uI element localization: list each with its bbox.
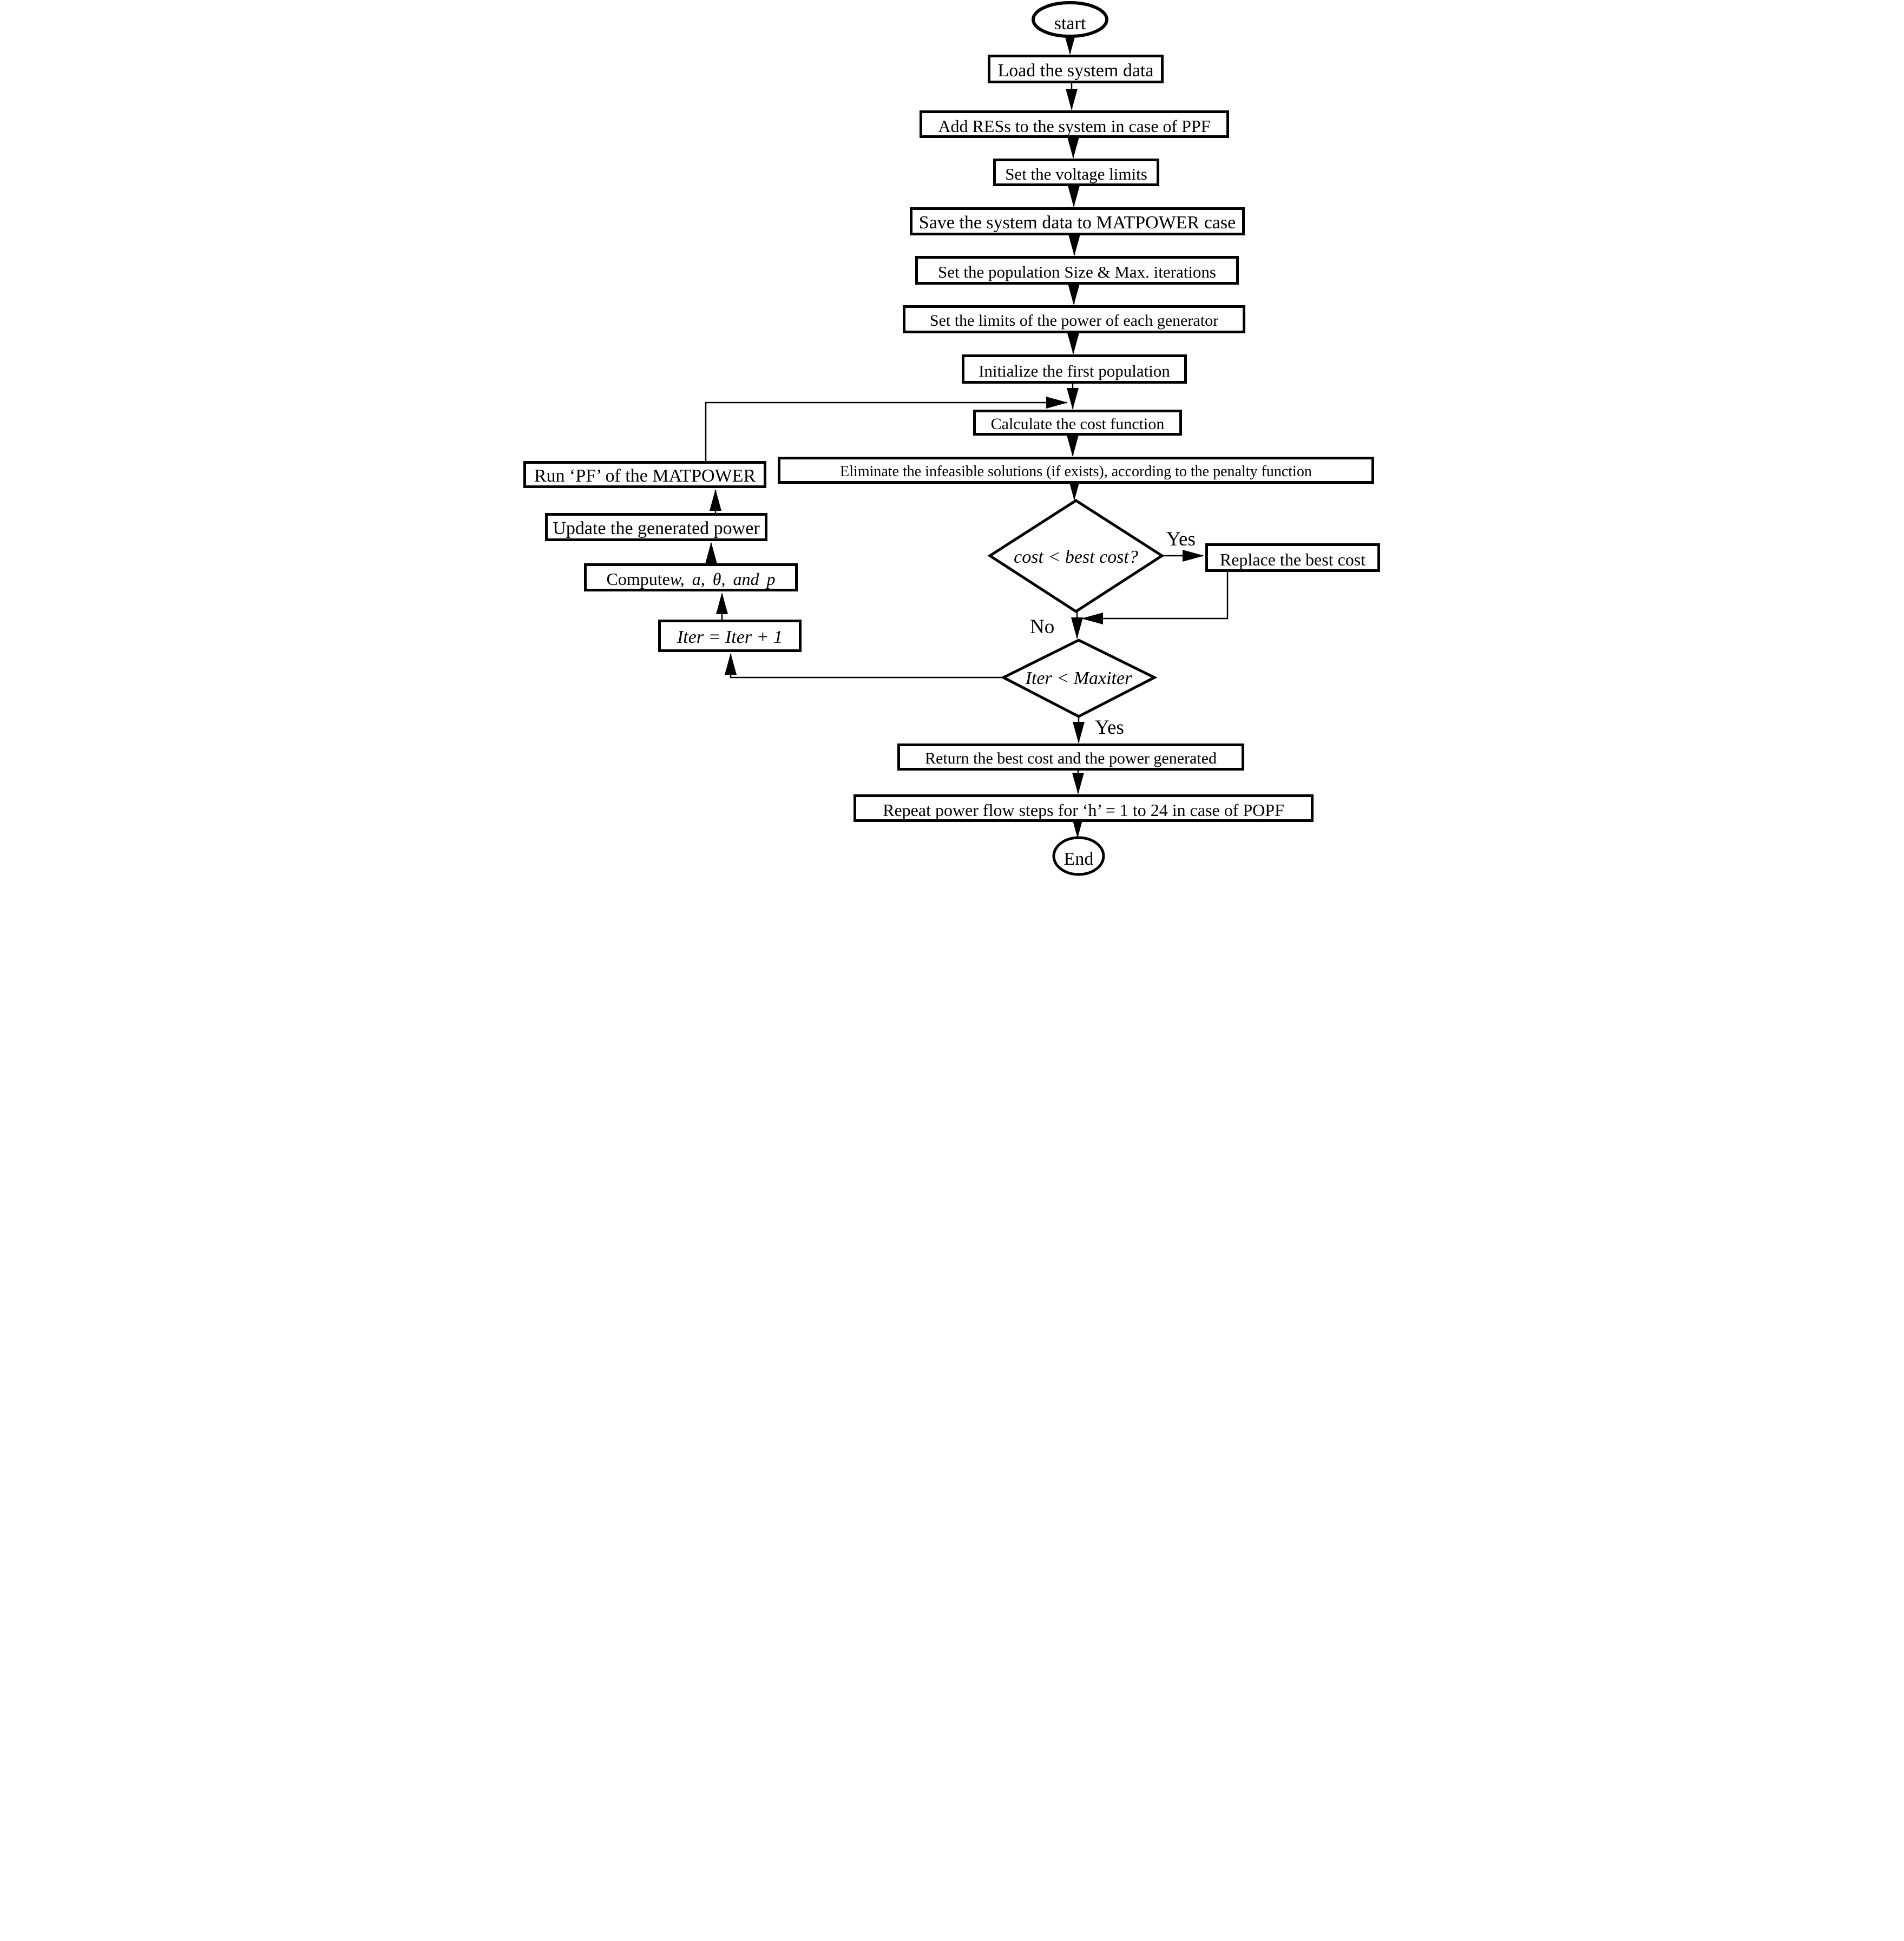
process-label: Save the system data to MATPOWER case <box>918 213 1236 233</box>
process-save-matpower-case: Save the system data to MATPOWER case <box>910 207 1245 235</box>
process-initialize-population: Initialize the first population <box>962 354 1187 384</box>
process-label: Eliminate the infeasible solutions (if e… <box>840 463 1312 480</box>
process-update-generated-power: Update the generated power <box>545 513 767 541</box>
process-set-generator-limits: Set the limits of the power of each gene… <box>903 305 1245 333</box>
edge-label-no-cost: No <box>1030 616 1055 638</box>
process-label: Set the population Size & Max. iteration… <box>938 262 1216 281</box>
end-terminator-shape <box>1052 836 1105 876</box>
process-add-res: Add RESs to the system in case of PPF <box>920 110 1229 138</box>
process-label: Replace the best cost <box>1219 549 1366 569</box>
process-eliminate-infeasible: Eliminate the infeasible solutions (if e… <box>778 457 1374 484</box>
flowchart-canvas: Load the system data Add RESs to the sys… <box>519 0 1385 890</box>
process-label: Iter = Iter + 1 <box>677 627 783 647</box>
process-label: Run ‘PF’ of the MATPOWER <box>534 466 756 486</box>
edge-iterdec-loopback <box>725 653 1003 679</box>
edge-runpf-feedback <box>705 397 1068 461</box>
iter-decision-shape <box>1000 639 1158 718</box>
start-terminator-shape <box>1032 1 1108 38</box>
process-label: Load the system data <box>997 60 1154 81</box>
process-label: Add RESs to the system in case of PPF <box>938 116 1211 136</box>
iter-decision-label: Iter < Maxiter <box>1025 668 1132 688</box>
process-label: Update the generated power <box>553 518 760 538</box>
process-label: Set the voltage limits <box>1005 165 1147 183</box>
process-label: Repeat power flow steps for ‘h’ = 1 to 2… <box>883 800 1284 820</box>
process-calculate-cost: Calculate the cost function <box>973 410 1182 436</box>
process-label: Calculate the cost function <box>990 415 1165 433</box>
process-load-system-data: Load the system data <box>988 55 1164 83</box>
process-set-population: Set the population Size & Max. iteration… <box>915 256 1239 285</box>
cost-decision-shape <box>987 499 1165 613</box>
process-label: Initialize the first population <box>979 361 1170 380</box>
cost-decision-label: cost < best cost? <box>1014 547 1138 567</box>
process-label-prefix: Compute <box>606 569 670 589</box>
connector-layer <box>705 1 1229 876</box>
start-terminator-label: start <box>1054 14 1086 34</box>
process-label: Set the limits of the power of each gene… <box>929 312 1219 330</box>
process-return-best-cost: Return the best cost and the power gener… <box>897 743 1244 771</box>
process-compute-parameters: Compute w, a, θ, and p <box>584 563 798 591</box>
edge-replace-noline <box>1081 572 1229 624</box>
process-replace-best-cost: Replace the best cost <box>1205 543 1380 572</box>
end-terminator-label: End <box>1063 849 1094 869</box>
process-repeat-popf: Repeat power flow steps for ‘h’ = 1 to 2… <box>853 794 1314 822</box>
process-run-pf-matpower: Run ‘PF’ of the MATPOWER <box>523 461 766 488</box>
process-increment-iteration: Iter = Iter + 1 <box>658 620 802 652</box>
edge-label-yes-iter: Yes <box>1095 716 1124 739</box>
process-label: Return the best cost and the power gener… <box>925 749 1217 767</box>
process-label-variables: w, a, θ, and p <box>669 569 776 589</box>
edge-label-yes-cost: Yes <box>1166 528 1196 550</box>
process-set-voltage-limits: Set the voltage limits <box>993 159 1159 186</box>
